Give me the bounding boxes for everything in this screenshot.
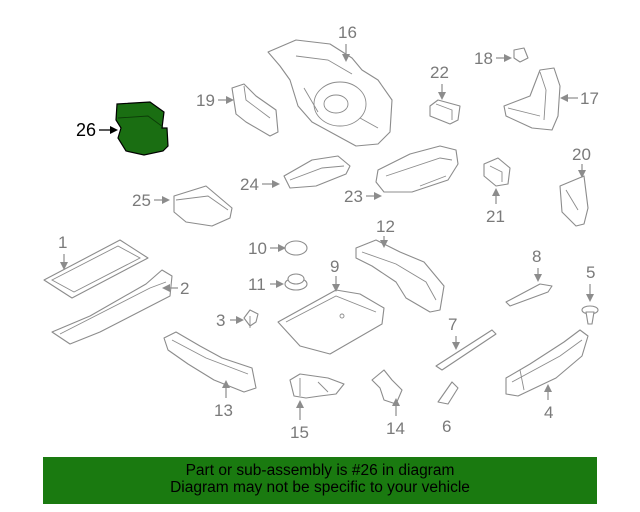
callout-8[interactable]: 8 bbox=[532, 247, 542, 282]
callout-10[interactable]: 10 bbox=[248, 239, 286, 258]
svg-text:4: 4 bbox=[544, 403, 553, 422]
part-21[interactable] bbox=[483, 157, 511, 187]
callout-13[interactable]: 13 bbox=[214, 380, 233, 420]
part-23[interactable] bbox=[375, 145, 459, 193]
svg-text:5: 5 bbox=[586, 263, 595, 282]
callout-1[interactable]: 1 bbox=[58, 233, 68, 270]
svg-text:3: 3 bbox=[216, 311, 225, 330]
part-18[interactable] bbox=[513, 47, 529, 63]
svg-text:8: 8 bbox=[532, 247, 541, 266]
callout-3[interactable]: 3 bbox=[216, 311, 244, 330]
svg-text:2: 2 bbox=[180, 279, 189, 298]
svg-text:12: 12 bbox=[376, 217, 395, 236]
part-16[interactable] bbox=[267, 39, 393, 147]
svg-text:26: 26 bbox=[76, 120, 96, 140]
svg-text:18: 18 bbox=[474, 49, 493, 68]
part-22[interactable] bbox=[429, 99, 461, 125]
part-10[interactable] bbox=[284, 240, 308, 256]
part-6[interactable] bbox=[437, 381, 459, 405]
part-7[interactable] bbox=[435, 329, 497, 371]
svg-text:16: 16 bbox=[338, 23, 357, 42]
part-1[interactable] bbox=[43, 239, 149, 299]
callout-9[interactable]: 9 bbox=[330, 257, 340, 292]
part-17[interactable] bbox=[503, 67, 561, 131]
part-20[interactable] bbox=[559, 175, 589, 227]
callout-20[interactable]: 20 bbox=[572, 145, 591, 178]
part-19[interactable] bbox=[231, 83, 279, 137]
callout-21[interactable]: 21 bbox=[486, 188, 505, 226]
callout-5[interactable]: 5 bbox=[586, 263, 595, 302]
callout-14[interactable]: 14 bbox=[386, 398, 405, 438]
part-2[interactable] bbox=[51, 269, 173, 345]
svg-text:1: 1 bbox=[58, 233, 67, 252]
callout-18[interactable]: 18 bbox=[474, 49, 512, 68]
callout-22[interactable]: 22 bbox=[430, 63, 449, 100]
part-26-highlighted[interactable] bbox=[115, 101, 169, 156]
part-3[interactable] bbox=[243, 309, 259, 328]
svg-text:13: 13 bbox=[214, 401, 233, 420]
svg-text:25: 25 bbox=[132, 191, 151, 210]
parts-diagram: 26 16 19 22 18 bbox=[43, 23, 599, 442]
svg-text:21: 21 bbox=[486, 207, 505, 226]
part-14[interactable] bbox=[371, 369, 403, 405]
part-15[interactable] bbox=[289, 373, 345, 399]
svg-text:14: 14 bbox=[386, 419, 405, 438]
callout-16[interactable]: 16 bbox=[338, 23, 357, 62]
callout-26[interactable]: 26 bbox=[76, 120, 118, 140]
svg-text:24: 24 bbox=[240, 175, 259, 194]
callout-2[interactable]: 2 bbox=[162, 279, 189, 298]
part-8[interactable] bbox=[505, 283, 553, 307]
callout-11[interactable]: 11 bbox=[248, 275, 284, 294]
callout-24[interactable]: 24 bbox=[240, 175, 280, 194]
svg-text:9: 9 bbox=[330, 257, 339, 276]
svg-text:17: 17 bbox=[580, 89, 599, 108]
callout-25[interactable]: 25 bbox=[132, 191, 170, 210]
svg-text:10: 10 bbox=[248, 239, 267, 258]
svg-text:23: 23 bbox=[344, 187, 363, 206]
callout-7[interactable]: 7 bbox=[448, 315, 460, 350]
part-4[interactable] bbox=[505, 329, 589, 397]
callout-12[interactable]: 12 bbox=[376, 217, 395, 248]
callout-4[interactable]: 4 bbox=[544, 384, 553, 422]
part-25[interactable] bbox=[173, 185, 233, 227]
part-13[interactable] bbox=[163, 331, 257, 393]
callout-17[interactable]: 17 bbox=[560, 89, 599, 108]
banner-line-2: Diagram may not be specific to your vehi… bbox=[170, 479, 470, 496]
part-12[interactable] bbox=[355, 239, 445, 313]
svg-text:22: 22 bbox=[430, 63, 449, 82]
callout-19[interactable]: 19 bbox=[196, 91, 234, 110]
banner-line-1: Part or sub-assembly is #26 in diagram bbox=[185, 462, 455, 479]
part-9[interactable] bbox=[277, 289, 385, 355]
part-24[interactable] bbox=[283, 155, 351, 189]
callout-23[interactable]: 23 bbox=[344, 187, 382, 206]
svg-text:20: 20 bbox=[572, 145, 591, 164]
callout-6[interactable]: 6 bbox=[442, 417, 451, 436]
part-5[interactable] bbox=[581, 305, 599, 325]
svg-text:15: 15 bbox=[290, 423, 309, 442]
svg-text:19: 19 bbox=[196, 91, 215, 110]
svg-text:6: 6 bbox=[442, 417, 451, 436]
svg-text:7: 7 bbox=[448, 315, 457, 334]
svg-text:11: 11 bbox=[248, 275, 266, 294]
part-11[interactable] bbox=[284, 273, 308, 291]
info-banner: Part or sub-assembly is #26 in diagram D… bbox=[43, 457, 597, 504]
callout-15[interactable]: 15 bbox=[290, 400, 309, 442]
